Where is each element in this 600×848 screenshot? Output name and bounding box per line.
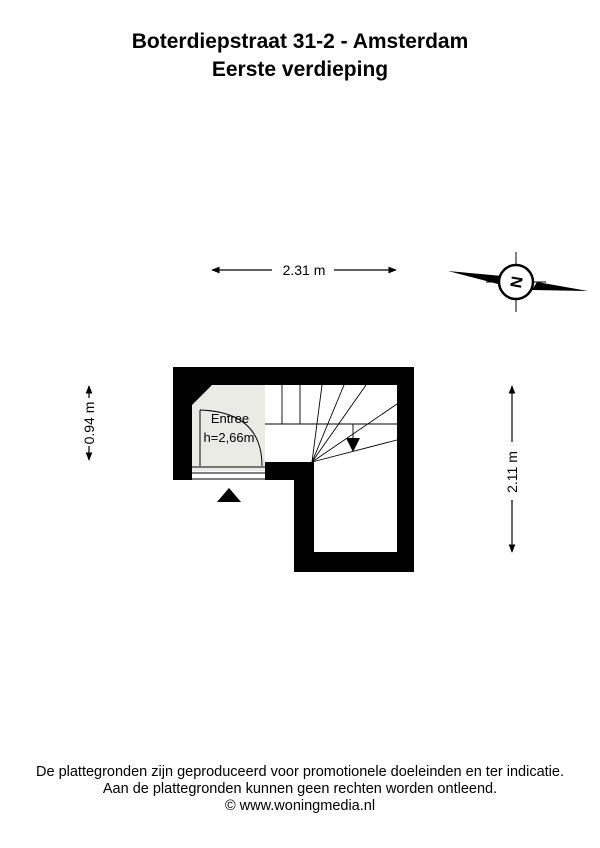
room-name-label: Entree xyxy=(211,411,249,426)
compass-icon: N xyxy=(448,252,588,312)
dimension-width-top: 2.31 m xyxy=(211,262,397,278)
dimension-height-right: 2.11 m xyxy=(504,385,520,553)
copyright-line: © www.woningmedia.nl xyxy=(224,798,376,814)
floorplan-floor-title: Eerste verdieping xyxy=(211,58,389,81)
disclaimer-line-2: Aan de plattegronden kunnen geen rechten… xyxy=(102,781,498,797)
lower-room xyxy=(314,462,397,552)
dimension-height-left: 0.94 m xyxy=(81,385,97,461)
room-height-label: h=2,66m xyxy=(204,430,255,445)
entrance-marker-icon xyxy=(217,488,241,502)
dimension-width-label: 2.31 m xyxy=(283,262,326,278)
staircase xyxy=(265,384,398,463)
floorplan-address-title: Boterdiepstraat 31-2 - Amsterdam xyxy=(131,30,469,53)
entree-floor xyxy=(192,385,265,471)
compass-letter: N xyxy=(508,275,527,289)
disclaimer-line-1: De plattegronden zijn geproduceerd voor … xyxy=(36,764,564,780)
stair-area xyxy=(265,385,397,462)
entrance-door xyxy=(192,409,265,480)
stair-direction-arrow-icon xyxy=(346,438,360,452)
dimension-left-label: 0.94 m xyxy=(81,402,97,445)
walls xyxy=(173,367,414,572)
dimension-right-label: 2.11 m xyxy=(504,451,520,493)
